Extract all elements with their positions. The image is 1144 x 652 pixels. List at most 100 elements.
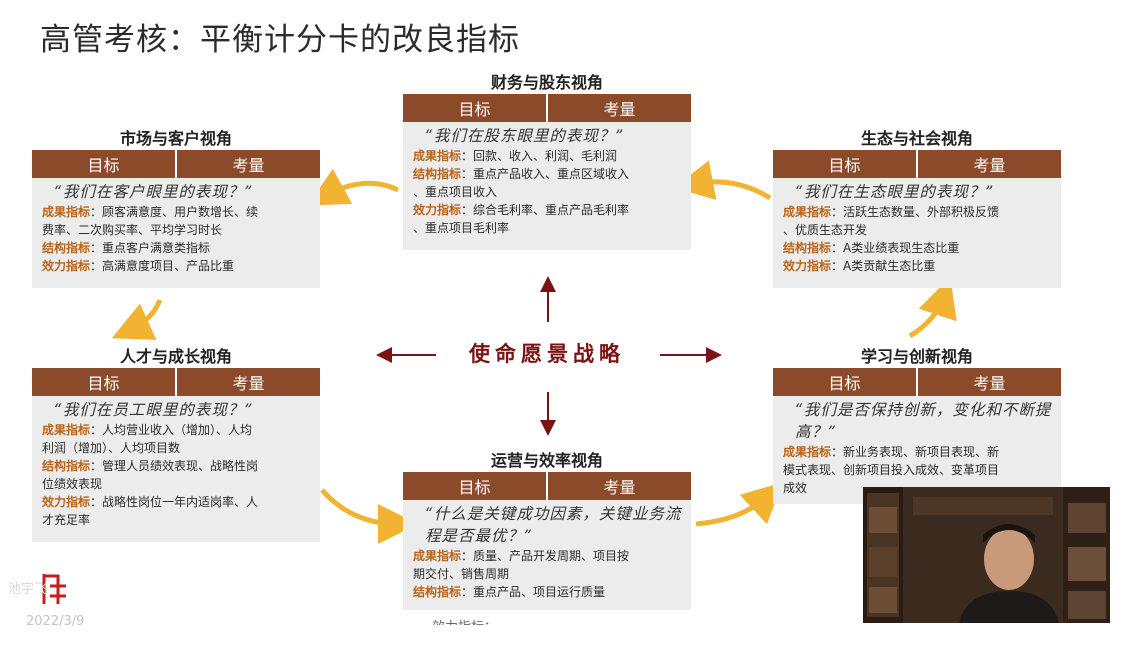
card-body: “我们在客户眼里的表现？” 成果指标：顾客满意度、用户数增长、续费率、二次购买率… xyxy=(32,178,320,288)
kpi-line: 效力指标：A类贡献生态比重 xyxy=(783,257,1053,275)
kpi-line: 成效 xyxy=(783,479,1053,497)
kpi-lines: 成果指标：回款、收入、利润、毛利润结构指标：重点产品收入、重点区域收入、重点项目… xyxy=(413,147,683,237)
card-title: 财务与股东视角 xyxy=(490,73,603,92)
card-body: “我们在股东眼里的表现？” 成果指标：回款、收入、利润、毛利润结构指标：重点产品… xyxy=(403,122,691,250)
kpi-label: 效力指标 xyxy=(42,495,91,509)
kpi-text: ：管理人员绩效表现、战略性岗 xyxy=(90,459,259,473)
kpi-line: 效力指标：高满意度项目、产品比重 xyxy=(42,257,312,275)
kpi-lines: 成果指标：顾客满意度、用户数增长、续费率、二次购买率、平均学习时长结构指标：重点… xyxy=(42,203,312,275)
center-strategy-label: 使命愿景战略 xyxy=(469,341,625,366)
card-eco: 生态与社会视角 目标 考量 “我们在生态眼里的表现？” 成果指标：活跃生态数量、… xyxy=(773,128,1061,288)
kpi-label: 结构指标 xyxy=(413,585,462,599)
header-goal: 目标 xyxy=(773,150,916,178)
kpi-text: ：A类贡献生态比重 xyxy=(831,259,936,273)
kpi-label: 成果指标 xyxy=(783,445,832,459)
kpi-text: ：新业务表现、新项目表现、新 xyxy=(831,445,1000,459)
kpi-text: ：重点产品、项目运行质量 xyxy=(461,585,606,599)
card-header: 目标 考量 xyxy=(773,150,1061,178)
card-body: “我们在员工眼里的表现？” 成果指标：人均营业收入（增加）、人均利润（增加）、人… xyxy=(32,396,320,542)
header-goal: 目标 xyxy=(32,150,175,178)
header-goal: 目标 xyxy=(32,368,175,396)
card-question: “我们在生态眼里的表现？” xyxy=(795,183,995,201)
kpi-line: 费率、二次购买率、平均学习时长 xyxy=(42,221,312,239)
kpi-text: 成效 xyxy=(783,481,808,495)
cut-off-text: 效力指标：... xyxy=(432,616,509,625)
card-question: “我们是否保持创新，变化和不断提高？” xyxy=(795,401,1052,441)
kpi-text: ：重点产品收入、重点区域收入 xyxy=(461,167,630,181)
header-goal: 目标 xyxy=(403,472,546,500)
card-question: “什么是关键成功因素，关键业务流程是否最优？” xyxy=(425,505,682,545)
kpi-text: ：高满意度项目、产品比重 xyxy=(90,259,235,273)
kpi-label: 成果指标 xyxy=(413,549,462,563)
kpi-label: 成果指标 xyxy=(42,423,91,437)
kpi-label: 结构指标 xyxy=(783,241,832,255)
slide-date: 2022/3/9 xyxy=(26,614,85,626)
kpi-label: 结构指标 xyxy=(42,241,91,255)
kpi-lines: 成果指标：质量、产品开发周期、项目按期交付、销售周期结构指标：重点产品、项目运行… xyxy=(413,547,683,601)
card-body: “我们是否保持创新，变化和不断提高？” 成果指标：新业务表现、新项目表现、新模式… xyxy=(773,396,1061,504)
card-question: “我们在股东眼里的表现？” xyxy=(425,127,625,145)
header-measure: 考量 xyxy=(546,94,691,122)
card-question: “我们在客户眼里的表现？” xyxy=(54,183,254,201)
card-title: 学习与创新视角 xyxy=(860,347,973,366)
kpi-text: ：顾客满意度、用户数增长、续 xyxy=(90,205,259,219)
header-measure: 考量 xyxy=(916,368,1061,396)
card-header: 目标 考量 xyxy=(403,472,691,500)
arrow-learning-to-eco xyxy=(908,277,957,339)
kpi-text: ：A类业绩表现生态比重 xyxy=(831,241,960,255)
kpi-text: 才充足率 xyxy=(42,513,91,527)
kpi-text: 位绩效表现 xyxy=(42,477,103,491)
kpi-text: ：活跃生态数量、外部积极反馈 xyxy=(831,205,1000,219)
kpi-text: ：重点客户满意类指标 xyxy=(90,241,211,255)
kpi-text: ：质量、产品开发周期、项目按 xyxy=(461,549,630,563)
arrow-operations-to-learning xyxy=(695,482,783,527)
card-finance: 财务与股东视角 目标 考量 “我们在股东眼里的表现？” 成果指标：回款、收入、利… xyxy=(403,72,691,250)
header-measure: 考量 xyxy=(546,472,691,500)
arrow-talent-to-operations xyxy=(320,488,418,544)
kpi-label: 成果指标 xyxy=(42,205,91,219)
card-header: 目标 考量 xyxy=(32,150,320,178)
arrow-eco-to-finance xyxy=(673,160,772,201)
kpi-line: 期交付、销售周期 xyxy=(413,565,683,583)
kpi-label: 结构指标 xyxy=(413,167,462,181)
card-question: “我们在员工眼里的表现？” xyxy=(54,401,254,419)
card-title: 运营与效率视角 xyxy=(490,451,603,470)
kpi-line: 成果指标：活跃生态数量、外部积极反馈 xyxy=(783,203,1053,221)
card-market: 市场与客户视角 目标 考量 “我们在客户眼里的表现？” 成果指标：顾客满意度、用… xyxy=(32,128,320,288)
kpi-line: 模式表现、创新项目投入成效、变革项目 xyxy=(783,461,1053,479)
webcam-video[interactable] xyxy=(863,487,1110,623)
kpi-label: 结构指标 xyxy=(42,459,91,473)
kpi-line: 成果指标：质量、产品开发周期、项目按 xyxy=(413,547,683,565)
kpi-line: 结构指标：A类业绩表现生态比重 xyxy=(783,239,1053,257)
kpi-line: 效力指标：综合毛利率、重点产品毛利率 xyxy=(413,201,683,219)
kpi-line: 才充足率 xyxy=(42,511,312,529)
kpi-text: 、重点项目毛利率 xyxy=(413,221,510,235)
kpi-line: 、重点项目毛利率 xyxy=(413,219,683,237)
kpi-text: 期交付、销售周期 xyxy=(413,567,510,581)
card-title: 人才与成长视角 xyxy=(119,347,232,366)
presenter-video-frame xyxy=(863,487,1110,623)
watermark-logo: 池宇飞 xyxy=(8,570,98,610)
kpi-line: 成果指标：顾客满意度、用户数增长、续 xyxy=(42,203,312,221)
page-title: 高管考核：平衡计分卡的改良指标 xyxy=(40,22,520,58)
kpi-text: 、重点项目收入 xyxy=(413,185,498,199)
kpi-text: 利润（增加）、人均项目数 xyxy=(42,441,181,455)
kpi-label: 成果指标 xyxy=(413,149,462,163)
header-measure: 考量 xyxy=(175,150,320,178)
kpi-line: 、优质生态开发 xyxy=(783,221,1053,239)
kpi-text: 、优质生态开发 xyxy=(783,223,868,237)
card-body: “我们在生态眼里的表现？” 成果指标：活跃生态数量、外部积极反馈、优质生态开发结… xyxy=(773,178,1061,288)
logo-mark-icon xyxy=(42,574,66,604)
kpi-label: 效力指标 xyxy=(783,259,832,273)
header-goal: 目标 xyxy=(403,94,546,122)
card-talent: 人才与成长视角 目标 考量 “我们在员工眼里的表现？” 成果指标：人均营业收入（… xyxy=(32,346,320,542)
kpi-label: 成果指标 xyxy=(783,205,832,219)
kpi-text: ：综合毛利率、重点产品毛利率 xyxy=(461,203,630,217)
kpi-line: 结构指标：重点产品、项目运行质量 xyxy=(413,583,683,601)
kpi-line: 结构指标：重点客户满意类指标 xyxy=(42,239,312,257)
kpi-line: 结构指标：重点产品收入、重点区域收入 xyxy=(413,165,683,183)
kpi-text: 模式表现、创新项目投入成效、变革项目 xyxy=(783,463,1000,477)
kpi-lines: 成果指标：活跃生态数量、外部积极反馈、优质生态开发结构指标：A类业绩表现生态比重… xyxy=(783,203,1053,275)
kpi-line: 位绩效表现 xyxy=(42,475,312,493)
